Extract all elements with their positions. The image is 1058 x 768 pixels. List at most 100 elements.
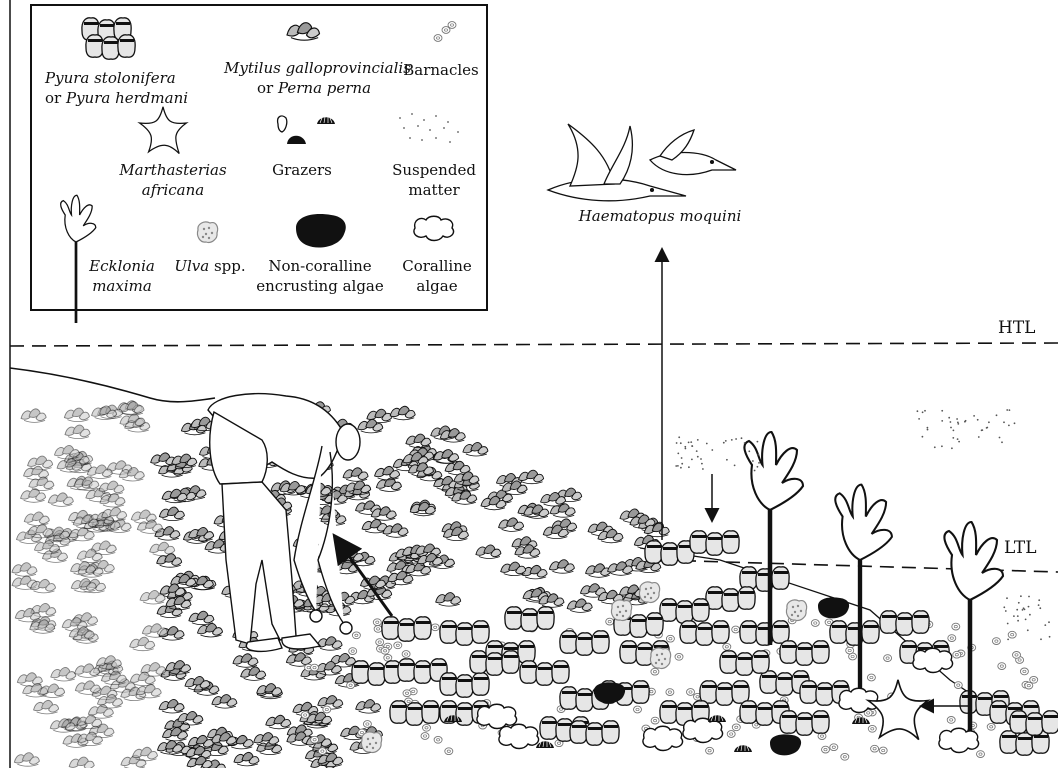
- ulva-patch: [639, 582, 659, 602]
- mussel-clump: [99, 481, 124, 494]
- mussel-clump: [65, 425, 90, 438]
- coralline-algae-patch: [939, 728, 979, 752]
- mussel-clump: [476, 545, 501, 558]
- mussel-clump: [137, 520, 162, 533]
- suspended-particle: [957, 438, 959, 440]
- suspended-particle: [922, 436, 924, 438]
- mussel-clump: [102, 507, 127, 520]
- mussel-clump: [567, 599, 592, 612]
- barnacle: [434, 736, 442, 743]
- suspended-particle: [1006, 409, 1008, 411]
- suspended-particle: [741, 437, 743, 439]
- mussel-clump: [159, 507, 184, 520]
- mussel-clump: [233, 654, 258, 667]
- suspended-particle: [986, 427, 988, 429]
- mussel-clump: [69, 527, 94, 540]
- barnacle: [394, 642, 402, 649]
- mussel-clump: [549, 560, 574, 573]
- suspended-particle: [1020, 595, 1022, 597]
- legend-label-barnacles: Barnacles: [398, 60, 484, 80]
- mussel-clump: [133, 747, 158, 760]
- suspended-particle: [702, 468, 704, 470]
- ulva-icon: [197, 222, 217, 242]
- suspended-particle: [757, 441, 759, 443]
- pyura-cluster: [505, 607, 554, 631]
- suspended-particle: [941, 420, 943, 422]
- mussel-clump: [98, 695, 123, 708]
- barnacle: [384, 654, 392, 661]
- suspended-particle: [957, 422, 959, 424]
- suspended-particle: [927, 429, 929, 431]
- suspended-particle: [700, 458, 702, 460]
- suspended-particle: [677, 465, 679, 467]
- pyura-cluster: [382, 617, 431, 641]
- mussel-clump: [522, 565, 547, 578]
- mussel-clump: [24, 512, 49, 525]
- suspended-particle: [1038, 604, 1040, 606]
- mussel-clump: [40, 684, 65, 697]
- mussel-clump: [241, 667, 266, 680]
- suspended-particle: [1017, 615, 1019, 617]
- suspended-particle: [726, 459, 728, 461]
- suspended-particle: [711, 449, 713, 451]
- ulva-patch: [611, 600, 631, 620]
- suspended-particle: [977, 419, 979, 421]
- suspended-particle: [1009, 409, 1011, 411]
- mussel-clump: [212, 695, 237, 708]
- suspended-particle: [697, 439, 699, 441]
- barnacle: [445, 748, 453, 755]
- legend-label-marthasterias: Marthasteriasafricana: [108, 160, 238, 200]
- pyura-cluster: [570, 721, 619, 745]
- barnacle: [706, 747, 714, 754]
- suspended-particle: [725, 440, 727, 442]
- suspended-particle: [950, 421, 952, 423]
- pyura-icon: [86, 35, 135, 59]
- suspended-particle: [999, 437, 1001, 439]
- suspended-particle: [1027, 629, 1029, 631]
- suspended-particle: [950, 427, 952, 429]
- barnacle: [666, 635, 674, 642]
- mussel-clump: [234, 752, 259, 765]
- mussel-clump: [12, 563, 37, 576]
- legend-label-coralline: Corallinealgae: [392, 256, 482, 296]
- suspended-particle: [1039, 607, 1041, 609]
- barnacle: [732, 724, 740, 731]
- barnacle: [953, 651, 961, 658]
- mussel-clump: [362, 519, 387, 532]
- htl-line: [10, 343, 1058, 346]
- suspended-particle: [956, 418, 958, 420]
- mussel-clump: [358, 419, 383, 432]
- barnacle: [311, 736, 319, 743]
- barnacle: [301, 712, 309, 719]
- mussel-clump: [598, 529, 623, 542]
- suspended-particle: [1007, 623, 1009, 625]
- pyura-cluster: [780, 711, 829, 735]
- mussel-clump: [317, 637, 342, 650]
- suspended-particle: [941, 410, 943, 412]
- mussel-clump: [463, 443, 488, 456]
- suspended-particle: [952, 437, 954, 439]
- suspended-particle: [680, 442, 682, 444]
- suspended-particle: [752, 460, 754, 462]
- suspended-particle: [978, 436, 980, 438]
- suspended-particle: [1025, 619, 1027, 621]
- barnacle: [1030, 676, 1038, 683]
- htl-label: HTL: [998, 318, 1035, 338]
- barnacle: [871, 745, 879, 752]
- barnacle: [651, 668, 659, 675]
- barnacle: [374, 626, 382, 633]
- suspended-particle: [918, 418, 920, 420]
- suspended-particle: [917, 410, 919, 412]
- oystercatcher-icon: [548, 124, 736, 201]
- mussel-clump: [189, 611, 214, 624]
- barnacle: [381, 647, 389, 654]
- mussel-clump: [436, 593, 461, 606]
- pyura-cluster: [740, 621, 789, 645]
- pyura-cluster: [700, 681, 749, 705]
- suspended-particle: [996, 414, 998, 416]
- barnacle: [431, 624, 439, 631]
- barnacle: [977, 751, 985, 758]
